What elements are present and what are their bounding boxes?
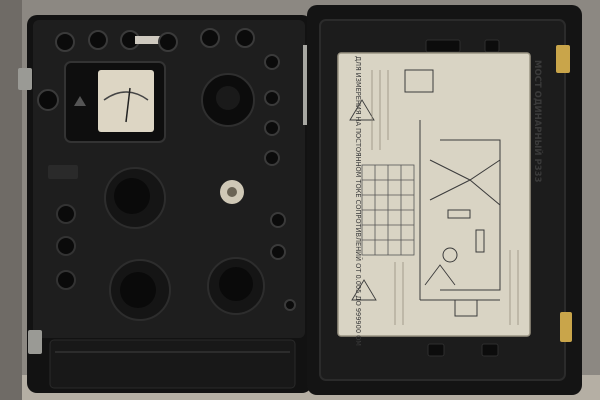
- meter-face: [98, 70, 154, 132]
- terminal-5: [200, 28, 220, 48]
- plate-subtitle: ДЛЯ ИЗМЕРЕНИЯ НА ПОСТОЯННОМ ТОКЕ СОПРОТИ…: [354, 56, 363, 346]
- schematic-bridge: [429, 159, 501, 206]
- plate-background: [337, 52, 531, 337]
- side-jack-1: [264, 90, 280, 106]
- terminal-7: [264, 54, 280, 70]
- push-buttons: [48, 165, 78, 290]
- schematic-resistor-1: [447, 209, 471, 219]
- decade-knob-lower-left-cap: [120, 272, 156, 308]
- terminal-4: [158, 32, 178, 52]
- decade-knob-upper: [104, 167, 166, 229]
- bridge-schematic: [404, 69, 501, 317]
- schematic-outer-loop: [440, 139, 501, 291]
- switch-plate: [48, 165, 78, 179]
- lid-latch-right: [484, 39, 500, 53]
- top-terminals: [55, 28, 280, 70]
- schematic-box-top: [404, 69, 434, 93]
- shorting-strap: [135, 36, 175, 44]
- diagram-bottom-mid: [424, 264, 456, 286]
- instrument-base: [18, 15, 312, 393]
- small-diagrams: [349, 99, 456, 301]
- lower-jack-2: [270, 244, 286, 260]
- diagram-bottom-left: [351, 279, 377, 301]
- plate-title: МОСТ ОДИНАРНЫЙ Р333: [532, 60, 544, 183]
- multiplier-knob-cap: [216, 86, 240, 110]
- decade-knob-lower-right: [207, 257, 265, 315]
- base-bottom-compartment: [49, 339, 296, 389]
- meter-logo: [74, 96, 86, 106]
- button-2: [56, 236, 76, 256]
- schematic-galvanometer: [442, 247, 458, 263]
- multiplier-knob: [201, 73, 280, 166]
- schematic-box-bottom: [454, 299, 478, 317]
- lower-jack-1: [270, 212, 286, 228]
- case-lid: МОСТ ОДИНАРНЫЙ Р333 ДЛЯ ИЗМЕРЕНИЯ НА ПОС…: [307, 5, 582, 395]
- terminal-2: [88, 30, 108, 50]
- left-clasp-bottom: [28, 330, 42, 354]
- lid-latch-bottom-left: [427, 343, 445, 357]
- left-clasp-top: [18, 68, 32, 90]
- left-edge-shadow: [0, 0, 22, 400]
- lid-latch-bottom-right: [481, 343, 499, 357]
- button-3: [56, 270, 76, 290]
- lid-latch-top: [425, 39, 461, 53]
- instruction-plate: МОСТ ОДИНАРНЫЙ Р333 ДЛЯ ИЗМЕРЕНИЯ НА ПОС…: [337, 52, 544, 346]
- reference-table: [361, 164, 415, 256]
- galvanometer: [37, 61, 166, 143]
- schematic-resistor-2: [475, 229, 485, 253]
- button-1: [56, 204, 76, 224]
- decade-knob-upper-cap: [114, 178, 150, 214]
- terminal-1: [55, 32, 75, 52]
- lower-jack-3: [284, 299, 296, 311]
- meter-scale-arc: [103, 91, 149, 101]
- diagram-top-left: [349, 99, 375, 121]
- decade-knob-lower-right-cap: [219, 267, 253, 301]
- meter-knob: [37, 89, 59, 111]
- lid-hinge-bottom: [560, 312, 572, 342]
- plate-text-lines: [371, 70, 519, 325]
- terminal-6: [235, 28, 255, 48]
- side-jack-3: [264, 150, 280, 166]
- side-jack-2: [264, 120, 280, 136]
- lid-hinge-top: [556, 45, 570, 73]
- center-socket-hole: [227, 187, 237, 197]
- meter-needle: [125, 87, 131, 123]
- decade-knob-lower-left: [109, 259, 171, 321]
